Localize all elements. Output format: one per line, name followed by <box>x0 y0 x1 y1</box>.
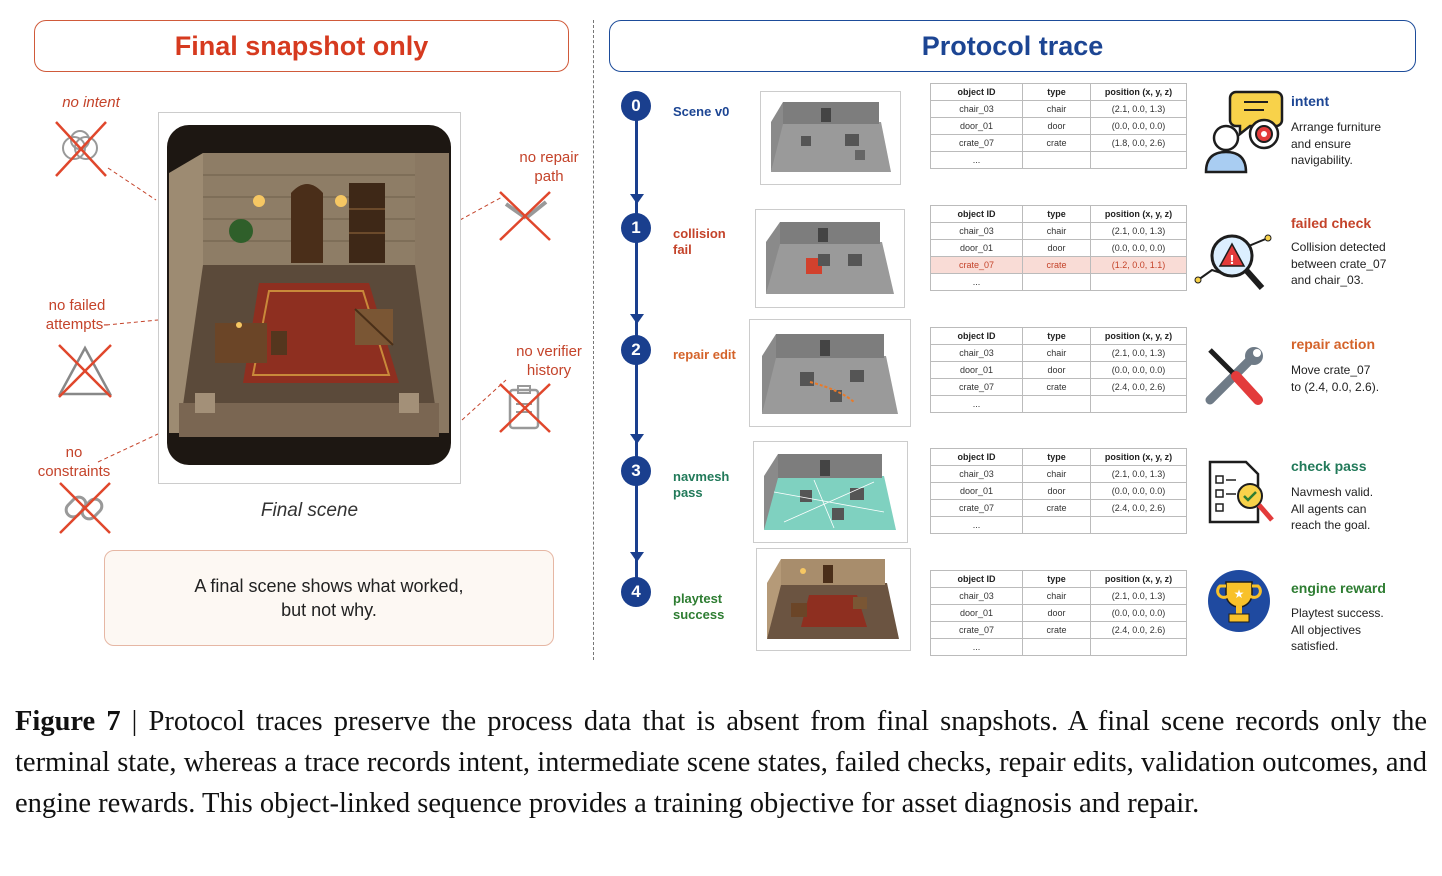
step-1-scene-thumbnail <box>755 209 905 308</box>
step-0-number: 0 <box>621 91 651 121</box>
step-2-label: repair edit <box>673 347 736 362</box>
final-scene-image <box>167 125 451 465</box>
table-row: ... <box>930 638 1187 656</box>
note-line-1: A final scene shows what worked, <box>194 576 464 596</box>
svg-text:★: ★ <box>1234 587 1245 601</box>
crossed-intent-icon <box>55 121 107 177</box>
step-3-title: check pass <box>1291 458 1367 474</box>
no-constraints-label: no constraints <box>37 444 111 480</box>
crossed-link-icon <box>59 482 111 534</box>
timeline-arrows <box>630 194 644 562</box>
table-row: ... <box>930 395 1187 413</box>
person-target-icon <box>1204 90 1284 174</box>
table-row: ... <box>930 273 1187 291</box>
note-line-2: but not why. <box>281 600 377 620</box>
step-4-title: engine reward <box>1291 580 1386 596</box>
step-2-scene-thumbnail <box>749 319 911 427</box>
table-row: ... <box>930 151 1187 169</box>
final-scene-note: A final scene shows what worked, but not… <box>104 550 554 646</box>
wrench-screwdriver-icon <box>1205 347 1263 405</box>
crossed-warning-icon <box>57 344 113 398</box>
step-2-title: repair action <box>1291 336 1376 352</box>
final-scene-frame <box>158 112 461 484</box>
left-connectors <box>97 167 507 463</box>
trophy-icon: ★ <box>1208 570 1270 632</box>
step-3-number: 3 <box>621 456 651 486</box>
step-2-number: 2 <box>621 335 651 365</box>
step-4-number: 4 <box>621 577 651 607</box>
step-0-label: Scene v0 <box>673 104 730 119</box>
table-row: ... <box>930 516 1187 534</box>
magnifier-warning-icon: ! <box>1194 234 1272 290</box>
protocol-trace-header: Protocol trace <box>609 20 1416 72</box>
step-1-title: failed check <box>1291 215 1372 231</box>
no-repair-path-label: no repair path <box>519 149 579 185</box>
step-1-number: 1 <box>621 213 651 243</box>
final-snapshot-header: Final snapshot only <box>34 20 569 72</box>
crossed-repair-icon <box>499 191 551 241</box>
figure-label: Figure 7 <box>15 706 121 737</box>
no-verifier-history-label: no verifier history <box>516 343 582 379</box>
crossed-clipboard-icon <box>499 383 551 433</box>
no-intent-label: no intent <box>62 94 120 111</box>
step-3-scene-thumbnail <box>753 441 908 543</box>
checklist-icon <box>1208 460 1274 524</box>
step-4-scene-thumbnail <box>756 548 911 651</box>
svg-text:!: ! <box>1229 253 1234 267</box>
panel-divider <box>593 20 594 660</box>
step-0-title: intent <box>1291 93 1330 109</box>
step-0-scene-thumbnail <box>760 91 901 185</box>
figure-caption-text: | Protocol traces preserve the process d… <box>15 706 1428 819</box>
final-scene-label: Final scene <box>260 500 359 521</box>
no-failed-attempts-label: no failed attempts- <box>45 297 109 333</box>
figure-caption: Figure 7 | Protocol traces preserve the … <box>15 701 1427 824</box>
